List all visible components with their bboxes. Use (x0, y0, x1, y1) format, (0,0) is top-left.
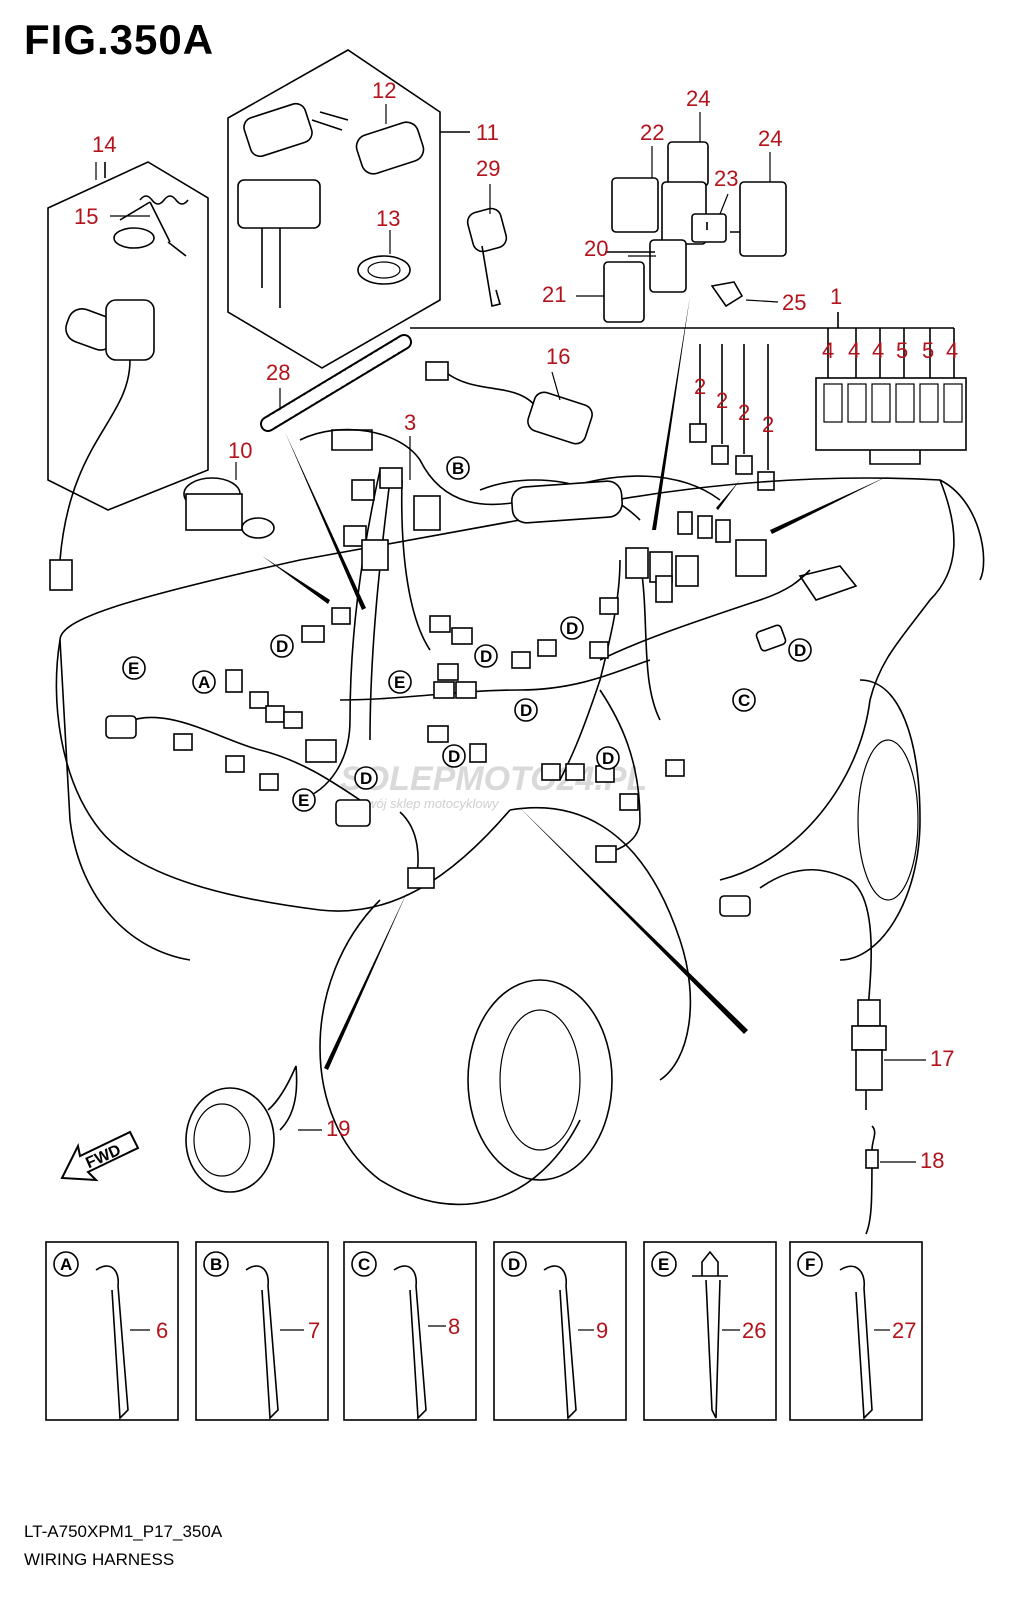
callout-24: 24 (686, 86, 710, 111)
callout-10: 10 (228, 438, 252, 463)
callout-19: 19 (326, 1116, 350, 1141)
callout-4: 4 (822, 338, 834, 363)
ignition-group-box (227, 49, 470, 369)
watermark-tagline: Twój sklep motocyklowy (360, 796, 500, 811)
detail-panel-f: F 27 (789, 1241, 923, 1421)
panel-part-27: 27 (892, 1318, 916, 1343)
ref-markers: E A B C D E D D D D D D D E (122, 456, 812, 812)
corrugated-tube (260, 334, 412, 432)
ref-letter-d: D (794, 641, 806, 660)
ref-letter-d: D (448, 747, 460, 766)
ref-letter-e: E (394, 673, 405, 692)
panel-part-26: 26 (742, 1318, 766, 1343)
panel-letter-c: C (358, 1255, 370, 1274)
panel-letter-d: D (508, 1255, 520, 1274)
callout-4: 4 (848, 338, 860, 363)
callout-11: 11 (476, 120, 499, 145)
ref-letter-d: D (520, 701, 532, 720)
relay-cluster (603, 141, 787, 323)
ref-letter-b: B (452, 459, 464, 478)
callout-22: 22 (640, 120, 664, 145)
callout-2: 2 (694, 374, 706, 399)
callout-18: 18 (920, 1148, 944, 1173)
ref-letter-d: D (480, 647, 492, 666)
detail-panel-b: B 7 (195, 1241, 329, 1421)
callout-5: 5 (896, 338, 908, 363)
callout-2: 2 (762, 412, 774, 437)
detail-panel-c: C 8 (343, 1241, 477, 1421)
detail-panels: A 6 B 7 C 8 D 9 (45, 1241, 923, 1421)
throttle-sensor (425, 361, 593, 445)
main-harness (105, 467, 872, 1011)
ref-letter-e: E (128, 659, 139, 678)
callout-23: 23 (714, 166, 738, 191)
callout-17: 17 (930, 1046, 954, 1071)
callout-25: 25 (782, 290, 806, 315)
callout-1: 1 (830, 284, 842, 309)
callout-12: 12 (372, 78, 396, 103)
detail-panel-a: A 6 (45, 1241, 179, 1421)
ref-letter-d: D (276, 637, 288, 656)
callout-4: 4 (946, 338, 958, 363)
callout-24: 24 (758, 126, 782, 151)
ref-letter-d: D (360, 769, 372, 788)
callout-13: 13 (376, 206, 400, 231)
key (466, 207, 508, 307)
figure-name: WIRING HARNESS (24, 1550, 175, 1569)
detail-panel-d: D 9 (493, 1241, 627, 1421)
fuse-box (410, 312, 967, 491)
panel-letter-f: F (805, 1255, 815, 1274)
detail-panel-e: E 26 (643, 1241, 777, 1421)
fwd-arrow: FWD (60, 1130, 140, 1182)
callout-3: 3 (404, 410, 416, 435)
panel-part-8: 8 (448, 1314, 460, 1339)
panel-part-9: 9 (596, 1318, 608, 1343)
panel-letter-a: A (60, 1255, 72, 1274)
callout-4: 4 (872, 338, 884, 363)
leader-wedges (262, 296, 888, 1070)
vehicle-outline (55, 428, 985, 1206)
horn (185, 1065, 298, 1193)
callout-28: 28 (266, 360, 290, 385)
ref-letter-d: D (566, 619, 578, 638)
power-socket (183, 477, 275, 539)
panel-letter-e: E (658, 1255, 669, 1274)
figure-title: FIG.350A (24, 16, 215, 63)
ref-letter-c: C (738, 691, 750, 710)
o2-sensor (851, 999, 887, 1110)
ref-letter-e: E (298, 791, 309, 810)
callout-20: 20 (584, 236, 608, 261)
callouts: 1 2 2 2 2 3 4 4 4 5 5 4 10 11 12 13 14 1… (74, 78, 958, 1173)
callout-2: 2 (716, 388, 728, 413)
callout-16: 16 (546, 344, 570, 369)
ref-letter-d: D (602, 749, 614, 768)
callout-2: 2 (738, 400, 750, 425)
panel-part-7: 7 (308, 1318, 320, 1343)
figure-code: LT-A750XPM1_P17_350A (24, 1522, 223, 1541)
callout-29: 29 (476, 156, 500, 181)
spring (865, 1125, 879, 1235)
callout-15: 15 (74, 204, 98, 229)
panel-part-6: 6 (156, 1318, 168, 1343)
switch-group-box (47, 161, 209, 591)
panel-letter-b: B (210, 1255, 222, 1274)
callout-21: 21 (542, 282, 566, 307)
ref-letter-a: A (198, 673, 210, 692)
callout-14: 14 (92, 132, 116, 157)
callout-5: 5 (922, 338, 934, 363)
